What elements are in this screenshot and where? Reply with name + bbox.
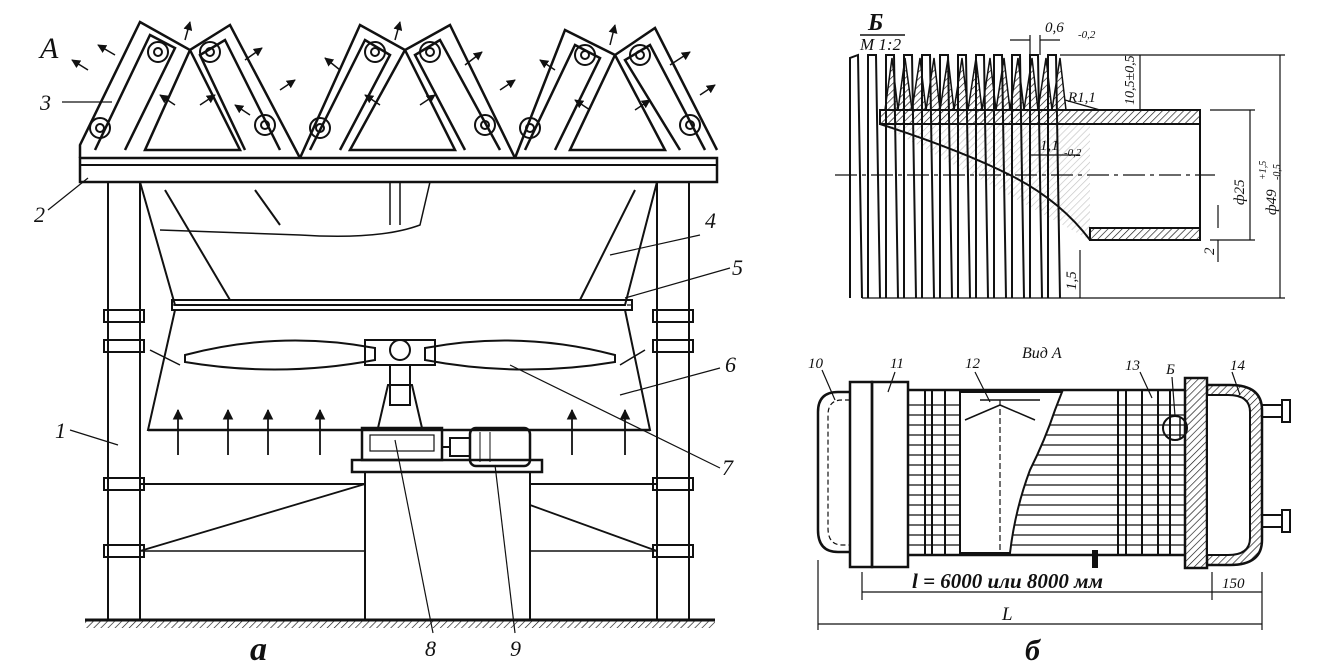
callout-11: 11 (890, 356, 904, 372)
callout-7: 7 (722, 455, 734, 480)
tube-bundles (78, 20, 719, 159)
callout-14: 14 (1230, 358, 1246, 374)
exchanger-section (816, 369, 1291, 630)
foundation (364, 471, 531, 621)
air-cooler-view (47, 20, 731, 634)
callout-9: 9 (510, 636, 521, 661)
detail-b-marker-circle (1162, 415, 1188, 441)
diffuser (139, 181, 658, 306)
gearbox (360, 426, 444, 462)
dim-outer-dia-tol-down: -0,5 (1272, 164, 1283, 180)
callout-12: 12 (965, 356, 981, 372)
dim-outer-dia-tol-up: +1,5 (1258, 161, 1269, 180)
frame-beam (78, 156, 719, 184)
header-flange (1183, 376, 1209, 570)
callout-10: 10 (808, 356, 824, 372)
dim-base: 1,5 (1064, 271, 1080, 290)
view-marker-a: А (38, 32, 59, 65)
callout-5: 5 (732, 255, 743, 280)
dim-outer-dia: ф49 (1264, 189, 1280, 215)
detail-b-marker: Б (1165, 362, 1175, 378)
fan-blade-left (184, 339, 376, 371)
support-column-right (656, 181, 690, 621)
length-dim: l = 6000 или 8000 мм (912, 569, 1103, 593)
airflow-arrows-bottom (172, 408, 631, 455)
dim-fin-thickness: 0,6 (1045, 20, 1064, 36)
dim-wall-thickness: 2 (1202, 247, 1218, 255)
callout-4: 4 (705, 208, 716, 233)
tube-sheet-left (870, 380, 910, 569)
tube-wall-top (879, 109, 1201, 125)
callout-2: 2 (34, 202, 45, 227)
panel-label-b: б (1025, 634, 1041, 667)
callout-6: 6 (725, 352, 736, 377)
panel-label-a: а (250, 631, 267, 668)
overall-dim: L (1001, 604, 1013, 625)
dim-fin-height: 10,5±0,5 (1123, 55, 1138, 105)
tube-wall-bottom (1089, 227, 1201, 241)
dim-inner-dia: ф25 (1232, 179, 1248, 205)
fan-blade-right (424, 339, 616, 371)
detail-b-title: Б (867, 10, 883, 36)
dim-wall: 1,1 (1040, 138, 1059, 154)
detail-b-scale: М 1:2 (859, 35, 902, 54)
finned-tube-detail (835, 35, 1285, 299)
airflow-arrows-top (71, 21, 716, 116)
view-a-title: Вид А (1022, 345, 1062, 362)
left-cover (816, 390, 850, 554)
callout-1: 1 (55, 418, 66, 443)
dim-wall-tol: -0,2 (1064, 147, 1082, 159)
callout-3: 3 (39, 90, 51, 115)
fan-shroud (146, 309, 652, 431)
dim-radius: R1,1 (1067, 90, 1096, 106)
support-column-left (107, 181, 141, 621)
callout-8: 8 (425, 636, 436, 661)
dim-fin-thickness-tol: -0,2 (1078, 29, 1096, 41)
end-dim: 150 (1222, 576, 1245, 592)
tube-header-circles (89, 41, 701, 139)
callout-13: 13 (1125, 358, 1140, 374)
